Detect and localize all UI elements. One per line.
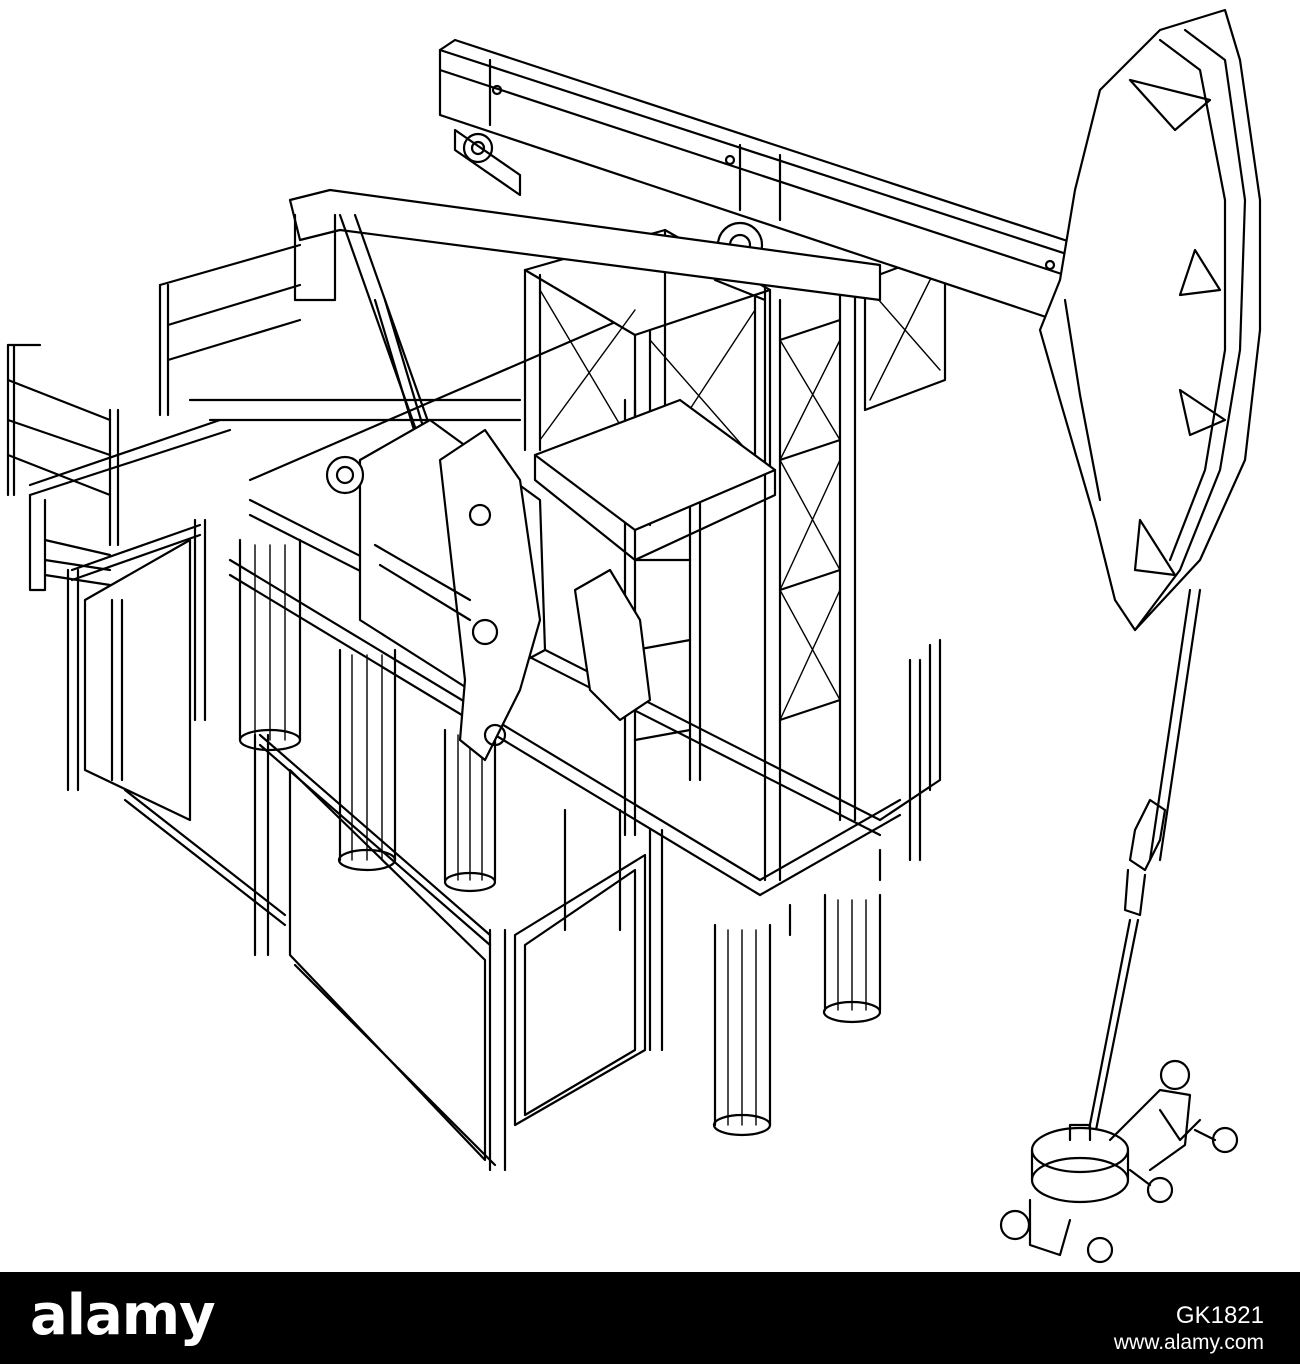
- left-stair-platform: [6, 243, 522, 592]
- alamy-logo: alamy: [30, 1283, 216, 1348]
- equalizer-beam: [288, 128, 882, 302]
- pump-jack-drawing: [6, 8, 1262, 1264]
- image-id-label: GK1821: [1175, 1302, 1264, 1329]
- gearbox-cranks: [325, 418, 652, 762]
- polished-rod: [1083, 588, 1202, 1152]
- watermark-footer-bar: alamy GK1821 www.alamy.com: [0, 1272, 1300, 1364]
- samson-post: [623, 263, 857, 882]
- pump-jack-illustration: [6, 8, 1262, 1264]
- fence-panel-center: [253, 733, 664, 1172]
- base-frame: [228, 318, 942, 937]
- fence-panel-left: [66, 518, 287, 927]
- foundation-piers: [238, 538, 882, 1137]
- stock-url-label: www.alamy.com: [1113, 1331, 1264, 1354]
- horse-head: [1038, 8, 1262, 632]
- wellhead: [999, 1059, 1239, 1264]
